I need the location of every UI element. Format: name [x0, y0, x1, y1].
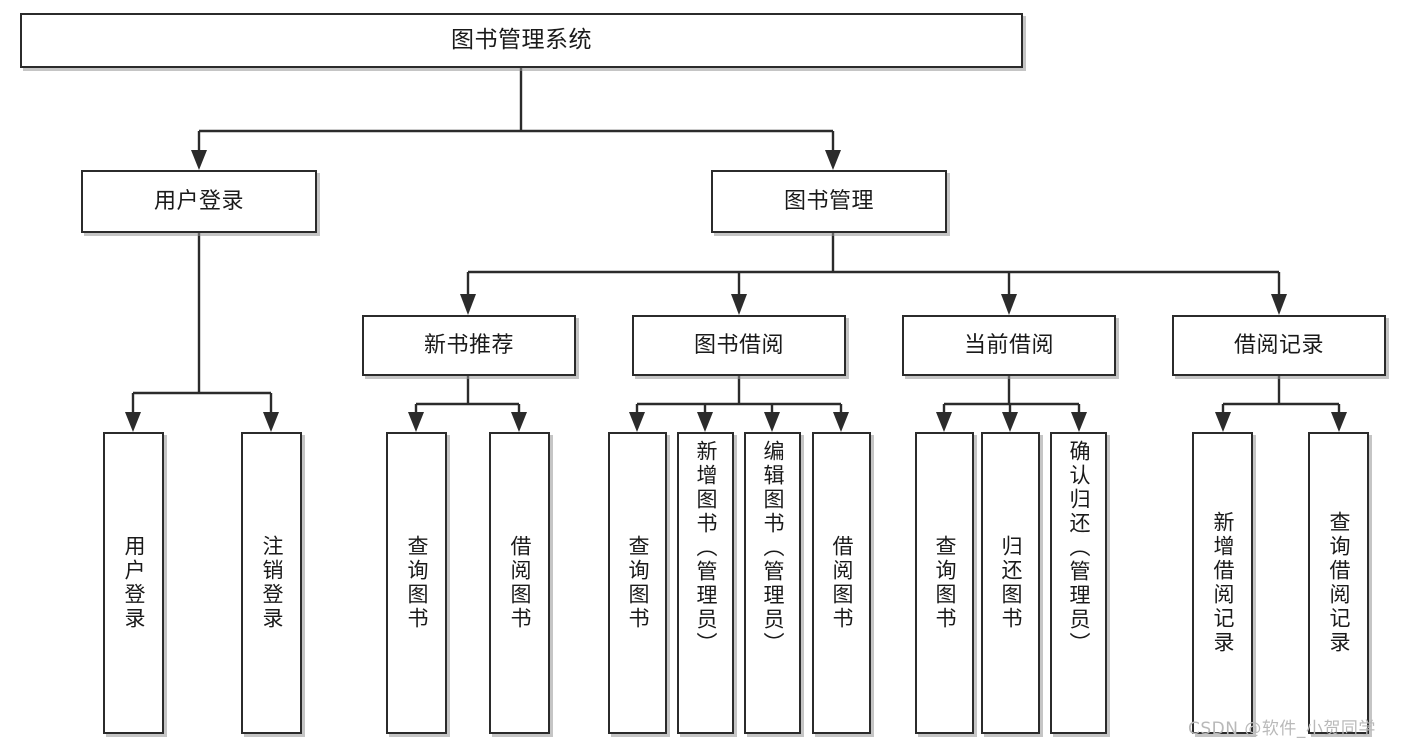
node-leaf-borrow-book-2-label: 借阅图书 [830, 535, 854, 631]
arrowhead-new-book-rec [460, 294, 476, 315]
node-leaf-query-book-1-label: 查询图书 [405, 535, 429, 631]
node-leaf-query-book-2-label: 查询图书 [626, 535, 650, 631]
csdn-watermark: CSDN @软件_小贺同学 [1188, 719, 1376, 739]
node-book-manage[interactable]: 图书管理 [711, 170, 947, 233]
node-leaf-query-record[interactable]: 查询借阅记录 [1308, 432, 1369, 734]
node-book-borrow-label: 图书借阅 [693, 332, 784, 358]
arrowhead-leaf-add-book [697, 412, 713, 432]
node-user-login-label: 用户登录 [153, 188, 244, 214]
arrowhead-user-login [191, 150, 207, 170]
node-leaf-query-book-1[interactable]: 查询图书 [386, 432, 447, 734]
arrowhead-leaf-return-book [1002, 412, 1018, 432]
node-root-label: 图书管理系统 [451, 27, 592, 54]
node-leaf-confirm-return-label: 确认归还（管理员） [1067, 440, 1091, 656]
node-leaf-edit-book[interactable]: 编辑图书（管理员） [744, 432, 801, 734]
node-leaf-add-record[interactable]: 新增借阅记录 [1192, 432, 1253, 734]
node-leaf-query-book-3[interactable]: 查询图书 [915, 432, 974, 734]
arrowhead-leaf-borrow-book-1 [511, 412, 527, 432]
node-book-borrow[interactable]: 图书借阅 [632, 315, 846, 376]
node-leaf-borrow-book-1-label: 借阅图书 [508, 535, 532, 631]
arrowhead-book-manage [825, 150, 841, 170]
node-leaf-query-book-2[interactable]: 查询图书 [608, 432, 667, 734]
node-leaf-borrow-book-2[interactable]: 借阅图书 [812, 432, 871, 734]
arrowhead-current-borrow [1001, 294, 1017, 315]
node-leaf-edit-book-label: 编辑图书（管理员） [761, 440, 785, 656]
node-leaf-user-login-label: 用户登录 [122, 535, 146, 631]
arrowhead-leaf-query-book-3 [936, 412, 952, 432]
arrowhead-leaf-add-record [1215, 412, 1231, 432]
arrowhead-leaf-confirm-return [1071, 412, 1087, 432]
node-root[interactable]: 图书管理系统 [20, 13, 1023, 68]
arrowhead-borrow-record [1271, 294, 1287, 315]
arrowhead-book-borrow [731, 294, 747, 315]
node-leaf-confirm-return[interactable]: 确认归还（管理员） [1050, 432, 1107, 734]
node-borrow-record[interactable]: 借阅记录 [1172, 315, 1386, 376]
node-new-book-recommend[interactable]: 新书推荐 [362, 315, 576, 376]
node-leaf-logout[interactable]: 注销登录 [241, 432, 302, 734]
node-new-book-recommend-label: 新书推荐 [423, 332, 514, 358]
arrowhead-leaf-logout [263, 412, 279, 432]
node-leaf-borrow-book-1[interactable]: 借阅图书 [489, 432, 550, 734]
node-leaf-return-book-label: 归还图书 [999, 535, 1023, 631]
node-leaf-query-book-3-label: 查询图书 [933, 535, 957, 631]
node-leaf-logout-label: 注销登录 [260, 535, 284, 631]
arrowhead-leaf-user-login [125, 412, 141, 432]
node-leaf-add-book[interactable]: 新增图书（管理员） [677, 432, 734, 734]
node-leaf-query-record-label: 查询借阅记录 [1327, 511, 1351, 655]
node-current-borrow-label: 当前借阅 [963, 332, 1054, 358]
arrowhead-leaf-query-book-2 [629, 412, 645, 432]
node-book-manage-label: 图书管理 [783, 188, 874, 214]
node-current-borrow[interactable]: 当前借阅 [902, 315, 1116, 376]
arrowhead-leaf-query-record [1331, 412, 1347, 432]
node-leaf-return-book[interactable]: 归还图书 [981, 432, 1040, 734]
arrowhead-leaf-edit-book [764, 412, 780, 432]
arrowhead-leaf-borrow-book-2 [833, 412, 849, 432]
node-leaf-user-login[interactable]: 用户登录 [103, 432, 164, 734]
node-borrow-record-label: 借阅记录 [1233, 332, 1324, 358]
node-leaf-add-book-label: 新增图书（管理员） [694, 440, 718, 656]
node-leaf-add-record-label: 新增借阅记录 [1211, 511, 1235, 655]
arrowhead-leaf-query-book-1 [408, 412, 424, 432]
node-user-login[interactable]: 用户登录 [81, 170, 317, 233]
